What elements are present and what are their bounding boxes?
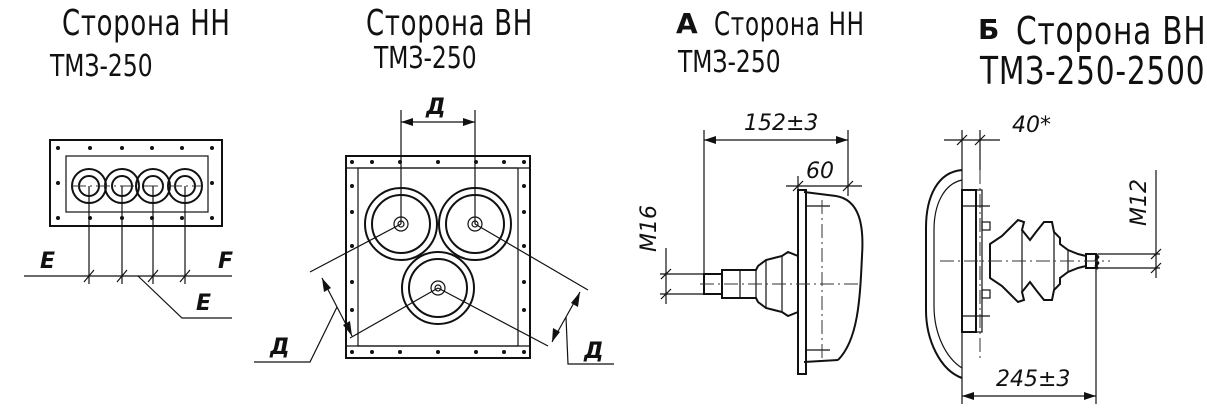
view2-model: ТМЗ-250 — [374, 41, 477, 76]
label-e-bottom: Е — [196, 291, 211, 316]
label-d-left: Д — [269, 335, 290, 360]
dim-40: 40* — [1012, 113, 1051, 138]
label-d-top: Д — [425, 95, 446, 120]
view1-model: ТМЗ-250 — [50, 49, 153, 84]
view4-title: Сторона ВН — [1016, 9, 1207, 53]
view4-model: ТМЗ-250-2500 — [980, 49, 1206, 93]
lv-bushing-side-view — [660, 130, 864, 375]
label-f: F — [218, 249, 233, 274]
dim-m16: М16 — [637, 205, 662, 252]
view4-letter: Б — [978, 13, 1000, 46]
view2-title: Сторона ВН — [366, 3, 533, 44]
dim-245: 245±3 — [996, 367, 1070, 392]
hv-bushing-side-view — [925, 130, 1162, 404]
label-e-left: Е — [40, 249, 55, 274]
view3-model: ТМЗ-250 — [678, 45, 781, 80]
hv-bushing — [401, 251, 475, 325]
dim-m12: М12 — [1127, 179, 1152, 226]
view1-title: Сторона НН — [62, 3, 231, 44]
label-d-right: Д — [583, 339, 604, 364]
dim-152: 152±3 — [744, 111, 818, 136]
view3-title: Сторона НН — [714, 5, 865, 43]
hv-bushing-panel — [254, 110, 614, 365]
dim-60: 60 — [806, 159, 834, 184]
lv-bushing-panel — [24, 139, 232, 319]
view3-letter: А — [676, 7, 698, 40]
